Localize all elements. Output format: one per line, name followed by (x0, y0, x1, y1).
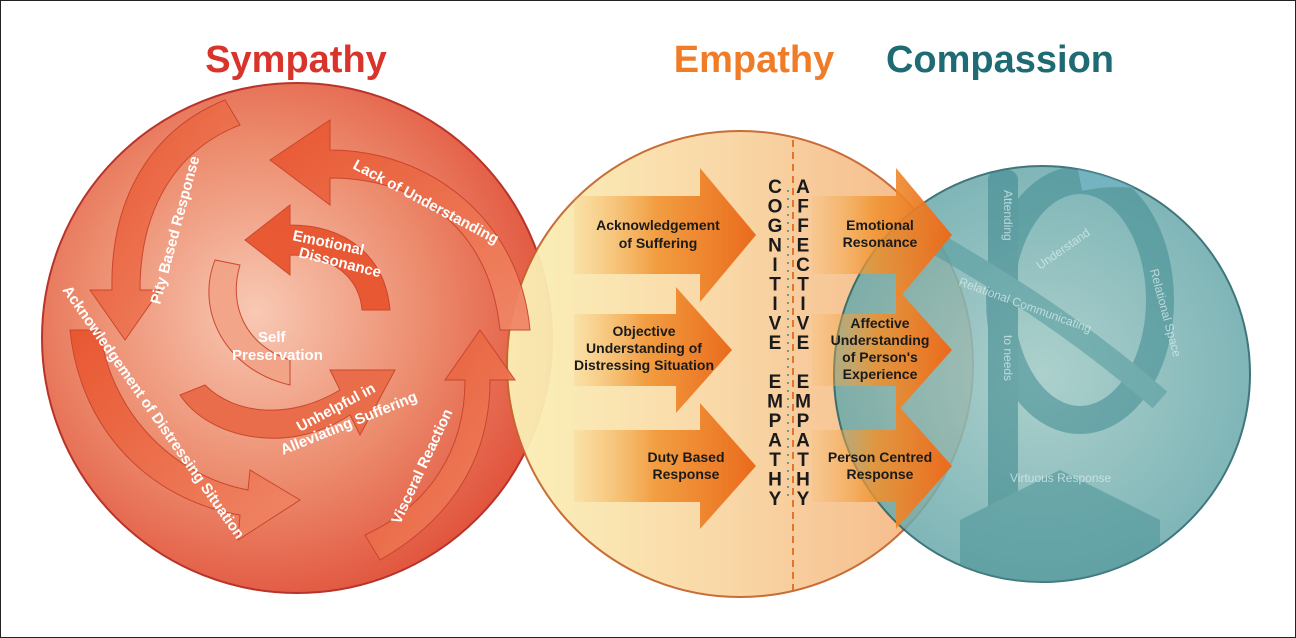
duty-label-2: Response (653, 466, 720, 482)
arrow-duty (574, 403, 756, 529)
person-centred-label-2: Response (847, 466, 914, 482)
affective-empathy-letter: M (795, 392, 811, 413)
affective-understanding-label-2: Understanding (831, 332, 930, 348)
arrow-acknowledgement (574, 168, 756, 302)
empathy-title: Empathy (674, 39, 834, 81)
sympathy-title: Sympathy (205, 39, 387, 81)
compassion-title: Compassion (886, 39, 1114, 81)
virtuous-response-label: Virtuous Response (1010, 471, 1112, 485)
emotional-resonance-label-1: Emotional (846, 217, 914, 233)
objective-label-1: Objective (612, 323, 675, 339)
affective-empathy-letter: E (797, 236, 810, 257)
person-centred-label-1: Person Centred (828, 449, 932, 465)
arrow-person-centred (812, 403, 952, 529)
ack-suffering-label-1: Acknowledgement (596, 217, 720, 233)
ack-suffering-label-2: of Suffering (619, 235, 698, 251)
cognitive-empathy-letter: A (768, 431, 782, 452)
affective-empathy-letter: F (797, 197, 809, 218)
cognitive-empathy-letter: H (768, 470, 782, 491)
compassion-helix (924, 166, 1207, 582)
affective-empathy-letter: E (797, 333, 810, 354)
cognitive-empathy-letter: E (769, 372, 782, 393)
cognitive-empathy-letter: T (769, 275, 781, 296)
cognitive-arrows (574, 168, 756, 529)
to-needs-label: to needs (1001, 335, 1015, 381)
affective-empathy-letter: C (796, 255, 810, 276)
affective-empathy-letter: T (797, 275, 809, 296)
cognitive-empathy-letter: Y (769, 489, 782, 510)
cognitive-empathy-letter: N (768, 236, 782, 257)
affective-arrows (812, 168, 952, 529)
sympathy-swirl (69, 99, 531, 561)
cognitive-empathy-letter: E (769, 333, 782, 354)
cognitive-empathy-letter: G (768, 216, 783, 237)
cognitive-empathy-letter: I (772, 294, 777, 315)
affective-empathy-letter: H (796, 470, 810, 491)
affective-empathy-letter: Y (797, 489, 810, 510)
affective-understanding-label-4: Experience (843, 366, 918, 382)
cognitive-empathy-letter: V (769, 314, 782, 335)
arrow-affective-understanding (812, 287, 952, 413)
affective-empathy-letter: I (800, 294, 805, 315)
affective-understanding-label-1: Affective (850, 315, 909, 331)
attending-label: Attending (1001, 190, 1015, 241)
emotional-resonance-label-2: Resonance (843, 234, 918, 250)
affective-empathy-letter: T (797, 450, 809, 471)
arrow-emotional-resonance (812, 168, 952, 302)
cognitive-empathy-letter: I (772, 255, 777, 276)
affective-understanding-label-3: of Person's (842, 349, 918, 365)
affective-labels: Emotional Resonance Affective Understand… (828, 217, 932, 482)
affective-empathy-letter: P (797, 411, 810, 432)
cognitive-empathy-letter: M (767, 392, 783, 413)
cognitive-empathy-letter: P (769, 411, 782, 432)
self-preservation-label-2: Preservation (232, 347, 323, 364)
affective-empathy-letter: V (797, 314, 810, 335)
duty-label-1: Duty Based (647, 449, 724, 465)
cognitive-empathy-letter: C (768, 177, 782, 198)
affective-empathy-letter: A (796, 431, 810, 452)
arrow-objective (574, 287, 732, 413)
affective-empathy-letter: A (796, 177, 810, 198)
affective-empathy-letter: F (797, 216, 809, 237)
cognitive-empathy-letter: T (769, 450, 781, 471)
cognitive-labels: Acknowledgement of Suffering Objective U… (574, 217, 725, 482)
affective-empathy-letter: E (797, 372, 810, 393)
cognitive-empathy-letter: O (768, 197, 783, 218)
self-preservation-label-1: Self (258, 329, 287, 346)
objective-label-2: Understanding of (586, 340, 702, 356)
objective-label-3: Distressing Situation (574, 357, 714, 373)
